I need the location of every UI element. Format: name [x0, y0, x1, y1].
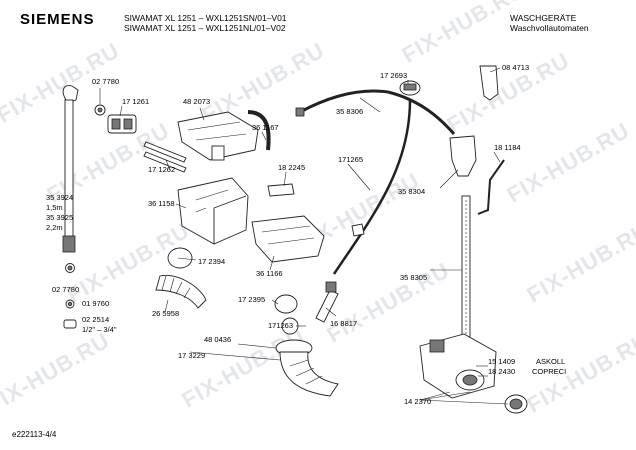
part-label: 15 1409	[488, 357, 515, 366]
sensor	[315, 281, 339, 323]
part-label: 16 8817	[330, 319, 357, 328]
part-label: 36 1167	[252, 123, 279, 132]
model-line-1: SIWAMAT XL 1251 – WXL1251SN/01–V01	[124, 13, 287, 23]
part-label: 48 2073	[183, 97, 210, 106]
part-label: 17 2395	[238, 295, 265, 304]
category-subtitle: Waschvollautomaten	[510, 23, 589, 33]
brand-logo: SIEMENS	[20, 11, 95, 28]
bellows-hose	[155, 274, 207, 309]
part-label: 35 8304	[398, 187, 425, 196]
part-label: ASKOLL	[536, 357, 565, 366]
part-label: COPRECI	[532, 367, 566, 376]
part-label: 01 9760	[82, 299, 109, 308]
part-label: 17 1261	[122, 97, 149, 106]
detergent-drawer	[177, 177, 249, 245]
part-label: 36 1166	[256, 269, 283, 278]
part-label: 18 2245	[278, 163, 305, 172]
part-label: 14 2370	[404, 397, 431, 406]
part-label: 18 2430	[488, 367, 515, 376]
part-label: 18 1184	[494, 143, 521, 152]
seal-ring	[167, 247, 193, 269]
part-label: 02 7780	[92, 77, 119, 86]
drain-pump	[419, 333, 497, 399]
pump-cap	[504, 394, 528, 414]
clip	[267, 183, 295, 197]
inlet-hose	[62, 85, 79, 253]
inlet-valve	[107, 114, 137, 134]
part-label: 02 2514	[82, 315, 109, 324]
part-label: 35 8305	[400, 273, 427, 282]
drawer-frame	[177, 111, 259, 161]
part-label: 17 2394	[198, 257, 225, 266]
hose-connector	[479, 65, 499, 101]
seal-ring	[274, 294, 298, 314]
air-trap	[449, 135, 477, 177]
part-label: 17 3229	[178, 351, 205, 360]
part-label: 1,5m	[46, 203, 63, 212]
model-line-2: SIWAMAT XL 1251 – WXL1251NL/01–V02	[124, 23, 286, 33]
part-label: 35 3924	[46, 193, 73, 202]
category-title: WASCHGERÄTE	[510, 13, 577, 23]
pressure-switch	[399, 80, 421, 96]
part-label: 17 1262	[148, 165, 175, 174]
part-label: 02 7780	[52, 285, 79, 294]
part-label: 36 1158	[148, 199, 175, 208]
tube	[332, 99, 412, 275]
drawer-insert	[251, 215, 325, 263]
sump-hose	[275, 339, 339, 397]
part-label: 2,2m	[46, 223, 63, 232]
part-label: 171265	[338, 155, 363, 164]
leader-lines	[99, 67, 509, 405]
part-label: 35 3925	[46, 213, 73, 222]
wire-clip	[477, 159, 505, 215]
part-label: 26 5958	[152, 309, 179, 318]
part-label: 17 2693	[380, 71, 407, 80]
part-label: 48 0436	[204, 335, 231, 344]
part-label: 08 4713	[502, 63, 529, 72]
adapter	[63, 319, 77, 329]
pressure-hose	[295, 89, 456, 135]
part-label: 35 8306	[336, 107, 363, 116]
part-label: 1/2" – 3/4"	[82, 325, 117, 334]
part-labels: 02 7780 17 1261 48 2073 36 1167 17 2693 …	[46, 63, 566, 406]
guide-bars	[143, 141, 187, 173]
part-label: 171263	[268, 321, 293, 330]
hose	[247, 110, 271, 151]
document-id: e222113-4/4	[12, 430, 57, 439]
